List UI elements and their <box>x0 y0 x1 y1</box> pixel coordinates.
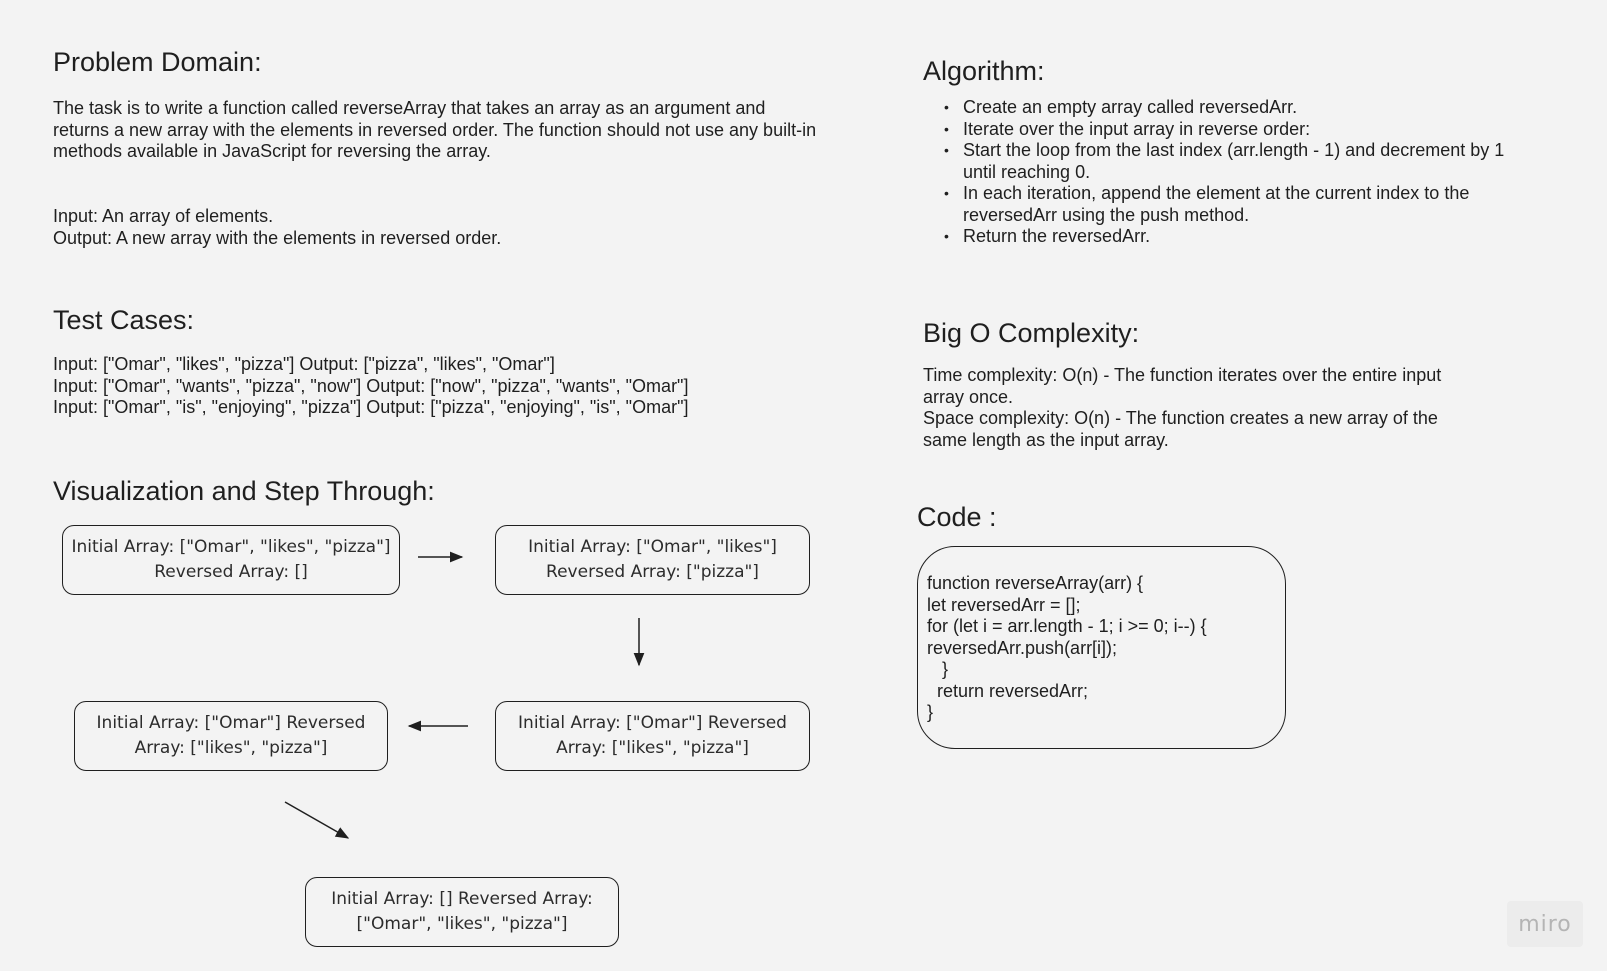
complexity-text: Time complexity: O(n) - The function ite… <box>923 365 1441 451</box>
step-box-line: Array: ["likes", "pizza"] <box>556 738 749 758</box>
visualization-heading: Visualization and Step Through: <box>53 476 435 506</box>
step-box-1[interactable]: Initial Array: ["Omar", "likes", "pizza"… <box>62 525 400 595</box>
test-cases-heading: Test Cases: <box>53 305 195 335</box>
code-line: function reverseArray(arr) { <box>927 573 1144 593</box>
algorithm-step-text: Start the loop from the last index (arr.… <box>963 140 1505 160</box>
step-box-3[interactable]: Initial Array: ["Omar"] Reversed Array: … <box>495 701 810 771</box>
algorithm-heading: Algorithm: <box>923 56 1045 86</box>
step-box-line: ["Omar", "likes", "pizza"] <box>356 914 568 934</box>
problem-output-line: Output: A new array with the elements in… <box>53 227 502 248</box>
algorithm-step: In each iteration, append the element at… <box>923 183 1504 226</box>
test-case-line: Input: ["Omar", "likes", "pizza"] Output… <box>53 354 555 374</box>
code-line: return reversedArr; <box>927 680 1089 701</box>
code-line: for (let i = arr.length - 1; i >= 0; i--… <box>927 616 1207 636</box>
code-heading: Code : <box>917 502 997 532</box>
step-box-4[interactable]: Initial Array: ["Omar"] Reversed Array: … <box>74 701 388 771</box>
algorithm-step-text: until reaching 0. <box>963 161 1091 182</box>
problem-description: The task is to write a function called r… <box>53 98 816 163</box>
test-cases-list: Input: ["Omar", "likes", "pizza"] Output… <box>53 354 688 419</box>
code-line: } <box>927 702 934 722</box>
algorithm-step: Create an empty array called reversedArr… <box>923 97 1504 119</box>
algorithm-step-text: Return the reversedArr. <box>963 226 1151 246</box>
complexity-line: array once. <box>923 386 1014 407</box>
problem-description-line: returns a new array with the elements in… <box>53 119 817 140</box>
algorithm-step-text: reversedArr using the push method. <box>963 204 1250 225</box>
code-line: reversedArr.push(arr[i]); <box>927 637 1118 658</box>
complexity-line: Time complexity: O(n) - The function ite… <box>923 365 1442 385</box>
problem-io: Input: An array of elements. Output: A n… <box>53 206 501 249</box>
step-box-line: Array: ["likes", "pizza"] <box>134 738 328 758</box>
step-box-line: Reversed Array: [] <box>154 562 308 582</box>
arrow-diagonal-icon <box>284 801 350 839</box>
complexity-heading: Big O Complexity: <box>923 318 1140 348</box>
step-box-line: Initial Array: ["Omar", "likes"] <box>528 537 777 557</box>
algorithm-step: Return the reversedArr. <box>923 226 1504 248</box>
step-box-line: Reversed Array: ["pizza"] <box>546 562 759 582</box>
algorithm-step-text: In each iteration, append the element at… <box>963 183 1470 203</box>
problem-description-line: methods available in JavaScript for reve… <box>53 141 491 161</box>
problem-domain-heading: Problem Domain: <box>53 47 262 77</box>
algorithm-list: Create an empty array called reversedArr… <box>923 97 1504 248</box>
algorithm-step-text: Create an empty array called reversedArr… <box>963 97 1298 117</box>
test-case-line: Input: ["Omar", "wants", "pizza", "now"]… <box>53 375 689 396</box>
step-box-5[interactable]: Initial Array: [] Reversed Array: ["Omar… <box>305 877 619 947</box>
code-block[interactable]: function reverseArray(arr) { let reverse… <box>917 546 1286 749</box>
algorithm-step-text: Iterate over the input array in reverse … <box>963 118 1311 139</box>
step-box-line: Initial Array: ["Omar"] Reversed <box>96 713 366 733</box>
code-line: let reversedArr = []; <box>927 594 1081 615</box>
code-line: } <box>927 659 949 679</box>
problem-description-line: The task is to write a function called r… <box>53 98 766 118</box>
step-box-line: Initial Array: ["Omar"] Reversed <box>518 713 787 733</box>
problem-input-line: Input: An array of elements. <box>53 206 274 226</box>
algorithm-step: Iterate over the input array in reverse … <box>923 119 1504 141</box>
step-box-2[interactable]: Initial Array: ["Omar", "likes"] Reverse… <box>495 525 810 595</box>
test-case-line: Input: ["Omar", "is", "enjoying", "pizza… <box>53 397 689 417</box>
complexity-line: Space complexity: O(n) - The function cr… <box>923 408 1438 428</box>
algorithm-step: Start the loop from the last index (arr.… <box>923 140 1504 183</box>
step-box-line: Initial Array: ["Omar", "likes", "pizza"… <box>71 537 391 557</box>
complexity-line: same length as the input array. <box>923 429 1169 450</box>
miro-logo: miro <box>1507 901 1583 947</box>
step-box-line: Initial Array: [] Reversed Array: <box>331 889 593 909</box>
